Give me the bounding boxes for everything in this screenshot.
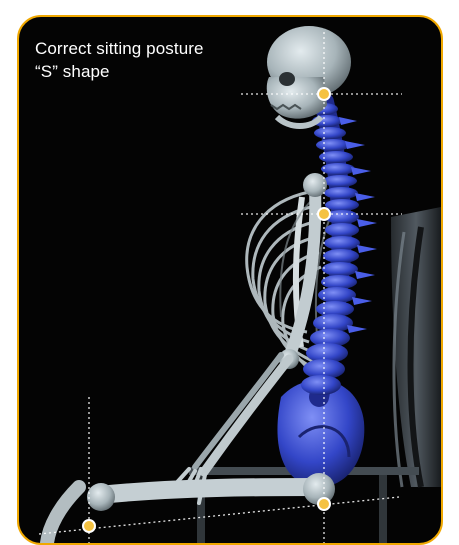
neck-marker <box>318 88 330 100</box>
hip-marker <box>318 498 330 510</box>
skeleton-illustration <box>19 17 441 543</box>
illustration-frame: Correct sitting posture “S” shape <box>17 15 443 545</box>
knee-marker <box>83 520 95 532</box>
mid-back-marker <box>318 208 330 220</box>
posture-caption: Correct sitting posture “S” shape <box>35 37 204 83</box>
chair-back <box>391 207 441 487</box>
caption-line-2: “S” shape <box>35 60 204 83</box>
caption-line-1: Correct sitting posture <box>35 37 204 60</box>
skull <box>267 26 351 126</box>
